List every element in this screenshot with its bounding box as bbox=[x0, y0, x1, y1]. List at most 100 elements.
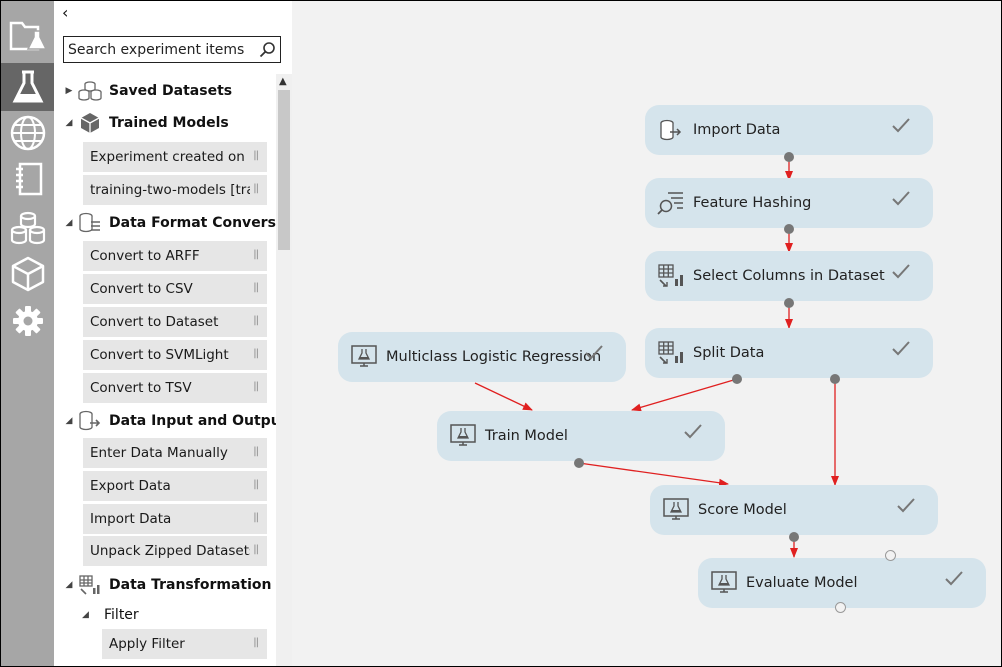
module-node-evaluate-model[interactable]: Evaluate Model bbox=[698, 558, 986, 608]
module-item[interactable]: Unpack Zipped Datasets|| bbox=[83, 536, 267, 566]
left-rail bbox=[1, 1, 54, 666]
category-trained-models[interactable]: ◢ Trained Models bbox=[54, 108, 229, 138]
checkmark-icon bbox=[892, 118, 910, 133]
rail-trained-models-button[interactable] bbox=[1, 250, 54, 298]
drag-handle-icon[interactable]: || bbox=[253, 183, 259, 194]
rail-web-services-button[interactable] bbox=[1, 109, 54, 157]
module-label: Feature Hashing bbox=[693, 195, 812, 211]
output-port[interactable] bbox=[732, 374, 742, 384]
monitor-flask-icon bbox=[710, 569, 738, 597]
output-port[interactable] bbox=[574, 458, 584, 468]
module-node-import-data[interactable]: Import Data bbox=[645, 105, 933, 155]
checkmark-icon bbox=[585, 345, 603, 360]
collapse-icon[interactable]: ◢ bbox=[65, 218, 73, 228]
module-item[interactable]: Enter Data Manually|| bbox=[83, 438, 267, 468]
module-item[interactable]: training-two-models [tra...|| bbox=[83, 175, 267, 205]
datasets-icon bbox=[10, 211, 45, 245]
connection-edge[interactable] bbox=[631, 378, 738, 412]
output-port[interactable] bbox=[835, 602, 846, 613]
checkmark-icon bbox=[892, 341, 910, 356]
grid-chart-icon bbox=[657, 339, 685, 367]
monitor-flask-icon bbox=[449, 422, 477, 450]
connection-edge[interactable] bbox=[578, 462, 729, 487]
category-data-input-output[interactable]: ◢ Data Input and Output bbox=[54, 406, 276, 436]
search-icon[interactable] bbox=[259, 41, 276, 58]
module-item[interactable]: Experiment created on 1...|| bbox=[83, 142, 267, 172]
scroll-up-icon[interactable]: ▲ bbox=[279, 76, 287, 87]
module-item[interactable]: Import Data|| bbox=[83, 504, 267, 534]
module-node-score-model[interactable]: Score Model bbox=[650, 485, 938, 535]
drag-handle-icon[interactable]: || bbox=[253, 446, 259, 457]
palette-scrollbar[interactable]: ▲ bbox=[276, 74, 292, 666]
category-data-transformation[interactable]: ◢ Data Transformation bbox=[54, 570, 271, 600]
output-port[interactable] bbox=[830, 374, 840, 384]
collapse-icon[interactable]: ◢ bbox=[65, 580, 73, 590]
module-label: Split Data bbox=[693, 345, 765, 361]
drag-handle-icon[interactable]: || bbox=[253, 249, 259, 260]
checkmark-icon bbox=[892, 264, 910, 279]
flask-icon bbox=[12, 70, 43, 103]
scrollbar-thumb[interactable] bbox=[278, 90, 290, 250]
subcategory-filter[interactable]: ◢ Filter bbox=[82, 602, 139, 628]
module-node-multiclass-logistic-regression[interactable]: Multiclass Logistic Regression bbox=[338, 332, 626, 382]
rail-experiments-button[interactable] bbox=[1, 63, 54, 111]
category-data-format-conversions[interactable]: ◢ Data Format Conversions bbox=[54, 208, 276, 238]
datasets-icon bbox=[77, 78, 103, 104]
drag-handle-icon[interactable]: || bbox=[253, 512, 259, 523]
drag-handle-icon[interactable]: || bbox=[253, 282, 259, 293]
drag-handle-icon[interactable]: || bbox=[253, 315, 259, 326]
module-label: Evaluate Model bbox=[746, 575, 858, 591]
drag-handle-icon[interactable]: || bbox=[253, 544, 259, 555]
experiment-canvas[interactable]: Import Data Feature Hashing Select Colum… bbox=[292, 1, 1001, 666]
collapse-icon[interactable]: ◢ bbox=[65, 118, 73, 128]
expand-icon[interactable]: ▶ bbox=[65, 86, 73, 96]
category-saved-datasets[interactable]: ▶ Saved Datasets bbox=[54, 76, 232, 106]
input-port[interactable] bbox=[885, 550, 896, 561]
category-label: Data Input and Output bbox=[109, 413, 276, 429]
module-item[interactable]: Convert to CSV|| bbox=[83, 274, 267, 304]
search-input[interactable] bbox=[68, 39, 256, 60]
module-label: Import Data bbox=[693, 122, 781, 138]
rail-projects-button[interactable] bbox=[1, 11, 54, 59]
module-node-train-model[interactable]: Train Model bbox=[437, 411, 725, 461]
module-item[interactable]: Convert to ARFF|| bbox=[83, 241, 267, 271]
category-label: Trained Models bbox=[109, 115, 229, 131]
drag-handle-icon[interactable]: || bbox=[253, 637, 259, 648]
rail-notebooks-button[interactable] bbox=[1, 155, 54, 203]
subcategory-label: Filter bbox=[104, 607, 139, 623]
module-item[interactable]: Convert to SVMLight|| bbox=[83, 340, 267, 370]
output-port[interactable] bbox=[784, 224, 794, 234]
feature-search-icon bbox=[657, 189, 685, 217]
monitor-flask-icon bbox=[662, 496, 690, 524]
output-port[interactable] bbox=[784, 152, 794, 162]
drag-handle-icon[interactable]: || bbox=[253, 381, 259, 392]
module-item[interactable]: Convert to Dataset|| bbox=[83, 307, 267, 337]
connection-edge[interactable] bbox=[474, 382, 533, 411]
drag-handle-icon[interactable]: || bbox=[253, 479, 259, 490]
module-node-feature-hashing[interactable]: Feature Hashing bbox=[645, 178, 933, 228]
drag-handle-icon[interactable]: || bbox=[253, 348, 259, 359]
module-item[interactable]: Apply Filter|| bbox=[102, 629, 267, 659]
rail-settings-button[interactable] bbox=[1, 297, 54, 345]
module-item[interactable]: Convert to TSV|| bbox=[83, 373, 267, 403]
collapse-icon[interactable]: ◢ bbox=[82, 610, 89, 620]
data-transform-icon bbox=[77, 572, 103, 598]
data-io-icon bbox=[77, 408, 103, 434]
category-label: Data Transformation bbox=[109, 577, 272, 593]
module-node-select-columns[interactable]: Select Columns in Dataset bbox=[645, 251, 933, 301]
category-label: Saved Datasets bbox=[109, 83, 233, 99]
cube-icon bbox=[11, 256, 44, 292]
collapse-palette-button[interactable]: ‹ bbox=[62, 3, 69, 22]
drag-handle-icon[interactable]: || bbox=[253, 150, 259, 161]
checkmark-icon bbox=[684, 424, 702, 439]
module-node-split-data[interactable]: Split Data bbox=[645, 328, 933, 378]
module-item[interactable]: Export Data|| bbox=[83, 471, 267, 501]
data-convert-icon bbox=[77, 210, 103, 236]
rail-datasets-button[interactable] bbox=[1, 204, 54, 252]
module-palette: ‹ ▶ Saved Datasets bbox=[54, 1, 292, 666]
output-port[interactable] bbox=[784, 298, 794, 308]
collapse-icon[interactable]: ◢ bbox=[65, 416, 73, 426]
output-port[interactable] bbox=[789, 532, 799, 542]
monitor-flask-icon bbox=[350, 343, 378, 371]
